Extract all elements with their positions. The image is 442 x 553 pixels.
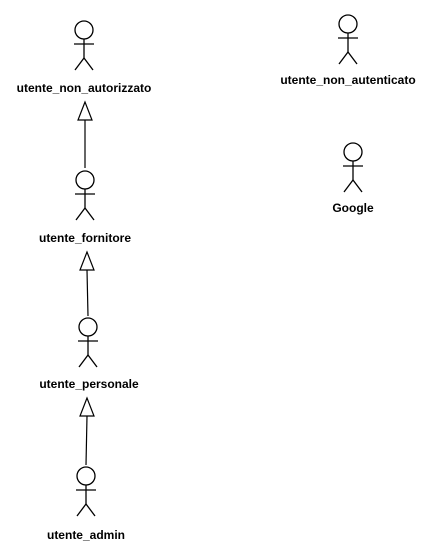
actor-stick-figure-icon — [76, 466, 96, 517]
actor-label: utente_personale — [39, 377, 139, 391]
generalization-fornitore-to-non-autorizzato — [77, 100, 93, 168]
actor-utente-fornitore[interactable]: utente_fornitore — [39, 170, 131, 245]
actor-google[interactable]: Google — [332, 142, 374, 215]
actor-utente-non-autorizzato[interactable]: utente_non_autorizzato — [17, 20, 152, 95]
actor-stick-figure-icon — [338, 14, 358, 65]
actor-label: utente_admin — [47, 528, 125, 542]
actor-utente-admin[interactable]: utente_admin — [47, 466, 125, 542]
actor-utente-personale[interactable]: utente_personale — [39, 317, 139, 391]
actor-utente-non-autenticato[interactable]: utente_non_autenticato — [280, 14, 416, 87]
actor-stick-figure-icon — [74, 20, 94, 71]
actor-label: utente_non_autorizzato — [17, 81, 152, 95]
actor-stick-figure-icon — [343, 142, 363, 193]
actor-label: utente_fornitore — [39, 231, 131, 245]
actor-label: utente_non_autenticato — [280, 73, 415, 87]
generalization-personale-to-fornitore — [79, 250, 95, 317]
actor-stick-figure-icon — [75, 170, 95, 221]
actor-label: Google — [332, 201, 374, 215]
actor-stick-figure-icon — [78, 317, 98, 368]
generalization-admin-to-personale — [79, 396, 95, 466]
